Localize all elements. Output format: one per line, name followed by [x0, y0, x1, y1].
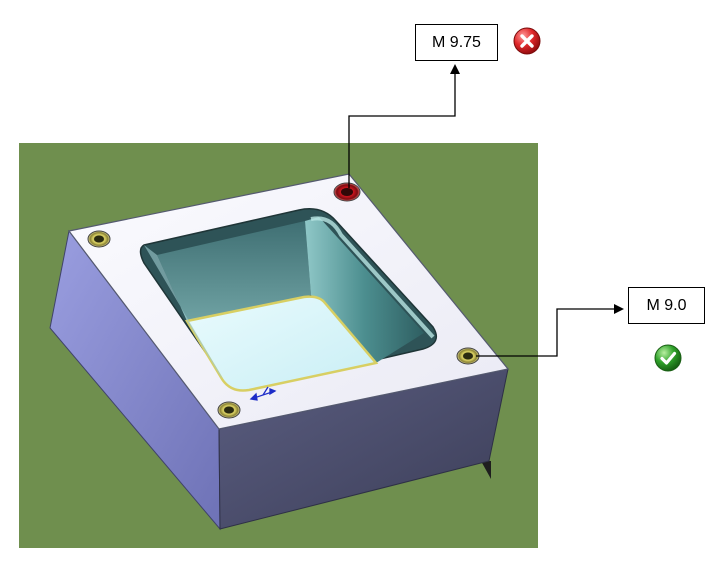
- fillet-highlight: [310, 216, 435, 339]
- axis-triad-icon: [249, 386, 277, 401]
- callout-top-hole[interactable]: M 9.75: [415, 24, 498, 61]
- mounting-hole-right[interactable]: [456, 347, 480, 365]
- mounting-hole-top-left: [87, 230, 111, 248]
- part-model: [49, 173, 510, 531]
- check-ok-icon: [654, 344, 682, 372]
- mounting-hole-bottom-left: [217, 401, 241, 419]
- pocket-left-wall: [144, 245, 222, 379]
- pocket-back-wall: [157, 221, 311, 321]
- cad-viewport[interactable]: [19, 143, 538, 548]
- callout-right-label: M 9.0: [646, 296, 687, 314]
- pocket-right-wall: [305, 217, 424, 363]
- mounting-hole-highlighted[interactable]: [333, 182, 361, 202]
- callout-top-label: M 9.75: [432, 33, 481, 51]
- pocket-floor: [185, 295, 379, 392]
- error-x-icon: [513, 27, 541, 55]
- callout-right-hole[interactable]: M 9.0: [628, 287, 705, 324]
- part-shadow: [481, 461, 491, 479]
